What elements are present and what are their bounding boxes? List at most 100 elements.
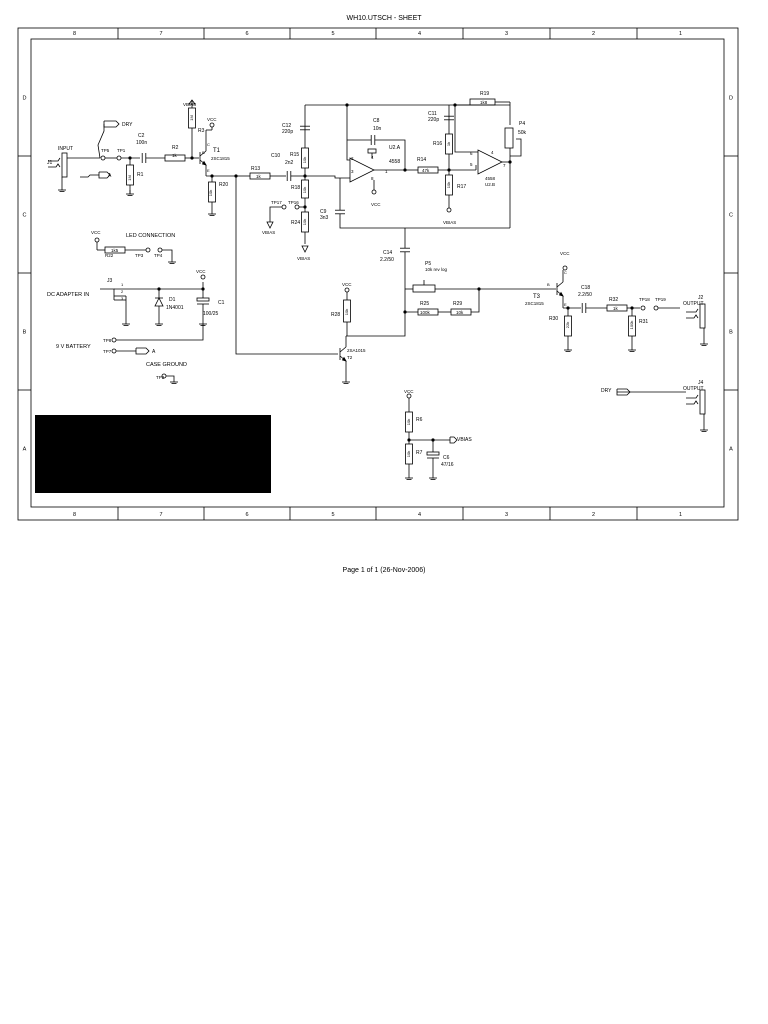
label-r32v: 1k bbox=[613, 306, 619, 311]
label-r1v: 1M bbox=[127, 175, 132, 181]
junction-dot bbox=[210, 174, 214, 178]
r29-resistor bbox=[450, 308, 472, 316]
label-c12v: 220p bbox=[282, 129, 293, 135]
zone-column-top: 6 bbox=[245, 31, 248, 37]
label-p5: P5 bbox=[425, 261, 431, 267]
zone-row-left: C bbox=[23, 213, 27, 219]
label-pin4: 4 bbox=[371, 155, 374, 160]
label-d1: D1 bbox=[169, 297, 176, 303]
transistor-collector bbox=[339, 346, 347, 353]
junction-dot bbox=[403, 310, 407, 314]
r22-resistor bbox=[104, 246, 126, 254]
r28-resistor bbox=[343, 299, 351, 323]
zone-row-left: A bbox=[23, 447, 27, 453]
label-vcc6: VCC bbox=[196, 269, 206, 274]
transistor-arrow bbox=[201, 160, 207, 166]
label-r14v: 47k bbox=[422, 168, 430, 173]
label-r6: R6 bbox=[416, 417, 423, 423]
dry-flag-icon bbox=[103, 120, 120, 128]
label-pin4: 4 bbox=[491, 150, 494, 155]
junction-dot bbox=[303, 174, 307, 178]
vbias-flag-icon bbox=[449, 436, 458, 444]
p4-potentiometer bbox=[504, 127, 514, 149]
junction-dot bbox=[453, 103, 457, 107]
r16-resistor bbox=[445, 133, 453, 155]
label-c6: C6 bbox=[443, 455, 450, 461]
city-label: CITY bbox=[40, 460, 52, 466]
initial-label: INITIAL: bbox=[40, 481, 58, 487]
r25-resistor bbox=[417, 308, 439, 316]
zone-row-right: A bbox=[729, 447, 733, 453]
c6-capacitor bbox=[426, 451, 440, 456]
r32-resistor bbox=[606, 304, 628, 312]
vcc-test-point-icon bbox=[209, 122, 215, 128]
label-r1: R1 bbox=[137, 172, 144, 178]
label-r3: R3 bbox=[198, 128, 205, 134]
tp17-icon bbox=[281, 204, 287, 210]
input-jack-icon bbox=[48, 157, 61, 162]
zone-column-bottom: 8 bbox=[73, 512, 76, 518]
r15-resistor bbox=[301, 147, 309, 169]
zone-column-top: 7 bbox=[159, 31, 162, 37]
label-dry2: DRY bbox=[601, 388, 612, 394]
label-r31: R31 bbox=[639, 319, 648, 325]
r30-resistor bbox=[564, 315, 572, 337]
label-r17v: 10k bbox=[446, 182, 451, 188]
label-r6v: 10k bbox=[406, 419, 411, 425]
eng-value: DIRK_HENDRIK bbox=[192, 421, 230, 427]
vcc-test-point-icon bbox=[94, 237, 100, 243]
label-pin3: 3 bbox=[121, 296, 124, 301]
label-r3v: 1M bbox=[189, 115, 194, 121]
dry-output-jack-icon bbox=[686, 394, 699, 399]
label-e: E bbox=[564, 302, 567, 307]
label-pin3: 3 bbox=[351, 169, 354, 174]
junction-dot bbox=[477, 287, 481, 291]
c1-capacitor bbox=[196, 297, 210, 302]
label-r19: R19 bbox=[480, 91, 489, 97]
d1-diode bbox=[154, 297, 164, 307]
p4-wiper bbox=[510, 138, 522, 157]
label-pin1: 1 bbox=[121, 282, 124, 287]
wire bbox=[339, 214, 510, 229]
label-vcc4: VCC bbox=[560, 251, 570, 256]
output-jack-icon bbox=[686, 314, 699, 319]
zone-column-top: 4 bbox=[418, 31, 421, 37]
eng-label: ENG: bbox=[172, 421, 184, 427]
label-pin5: 5 bbox=[470, 162, 473, 167]
zone-row-right: B bbox=[729, 330, 733, 336]
label-t1: T1 bbox=[213, 148, 221, 154]
rev-label: REV: bbox=[40, 421, 51, 427]
label-pin1: 1 bbox=[385, 169, 388, 174]
label-r2: R2 bbox=[172, 145, 179, 151]
label-p5v: 10k rev log bbox=[425, 267, 448, 272]
label-pin6: 6 bbox=[470, 151, 473, 156]
label-r30: R30 bbox=[549, 316, 558, 322]
junction-dots bbox=[128, 103, 634, 442]
tp16-icon bbox=[294, 204, 300, 210]
junction-dot bbox=[566, 306, 570, 310]
label-c9: C9 bbox=[320, 209, 327, 215]
label-r29: R29 bbox=[453, 301, 462, 307]
label-c1v: 100/25 bbox=[203, 311, 219, 317]
label-t3v: 2SC1815 bbox=[525, 301, 544, 306]
company-label: COMPANY: bbox=[40, 448, 66, 454]
vcc-test-point-icon bbox=[371, 189, 377, 195]
label-r28v: 10k bbox=[344, 309, 349, 315]
wire bbox=[404, 289, 418, 313]
label-r18: R18 bbox=[291, 185, 300, 191]
address-label: ADDRESS: bbox=[40, 454, 66, 460]
zone-column-top: 3 bbox=[505, 31, 508, 37]
initial-value: 5 OKTOBER 2006 bbox=[73, 481, 114, 487]
label-r15: R15 bbox=[290, 152, 299, 158]
tp8-icon bbox=[111, 337, 117, 343]
transistor-arrow bbox=[558, 291, 564, 297]
label-tp3: TP3 bbox=[135, 253, 144, 258]
label-e: E bbox=[207, 168, 210, 173]
a-flag-icon bbox=[98, 171, 111, 179]
label-r32: R32 bbox=[609, 297, 618, 303]
zone-row-left: B bbox=[23, 330, 27, 336]
label-r25v: 100k bbox=[420, 310, 431, 315]
wire bbox=[471, 289, 480, 313]
label-vcc3: VCC bbox=[342, 282, 352, 287]
zone-column-top: 5 bbox=[331, 31, 334, 37]
